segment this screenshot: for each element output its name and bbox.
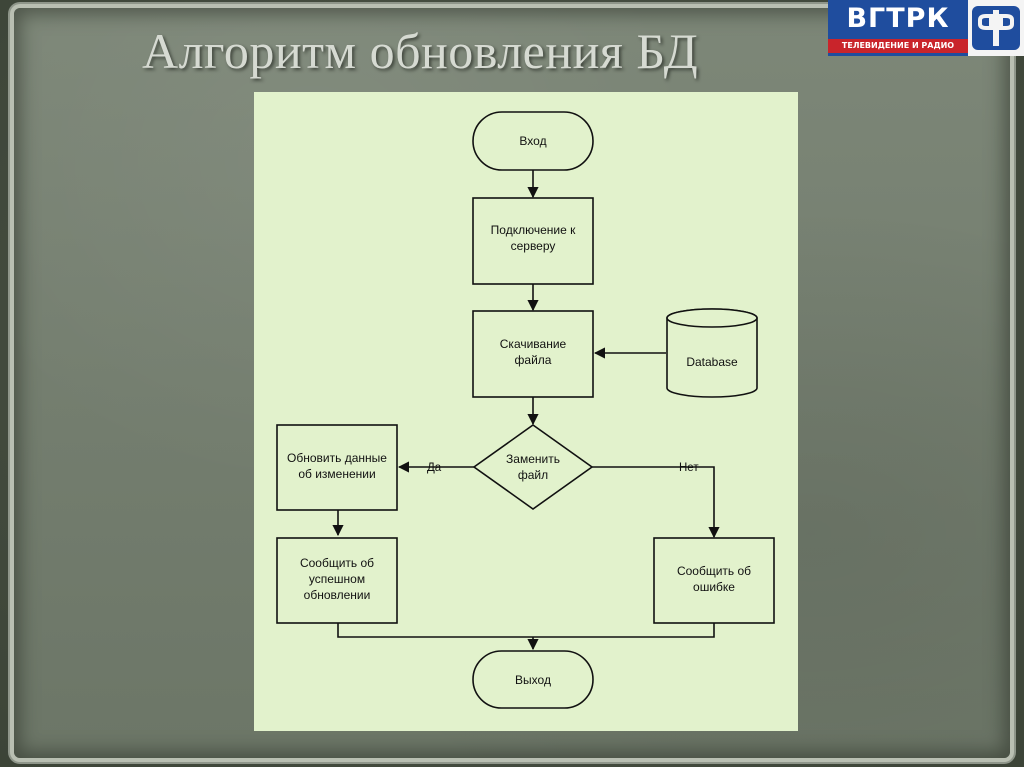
node-download-label-1: Скачивание [500, 337, 567, 351]
flowchart: Да Нет Вход Подключение к серверу Скачив… [276, 111, 775, 709]
ff-logo-graphic [972, 6, 1020, 50]
node-update-label-1: Обновить данные [287, 451, 387, 465]
vgtrk-logo: ВГТРК ТЕЛЕВИДЕНИЕ И РАДИО [828, 0, 1024, 56]
node-database-label: Database [686, 355, 738, 369]
flowchart-panel: Да Нет Вход Подключение к серверу Скачив… [254, 92, 798, 731]
node-error-label-1: Сообщить об [677, 564, 751, 578]
node-update-label-2: об изменении [298, 467, 375, 481]
node-decision: Заменить файл [472, 424, 594, 510]
node-start: Вход [472, 111, 594, 171]
node-success-label-1: Сообщить об [300, 556, 374, 570]
node-download-label-2: файла [515, 353, 552, 367]
node-error: Сообщить об ошибке [653, 537, 775, 624]
node-decision-label-2: файл [518, 468, 548, 482]
edge-label-yes: Да [427, 462, 442, 474]
node-update: Обновить данные об изменении [276, 424, 398, 511]
node-connect-label-1: Подключение к [491, 223, 576, 237]
logo-tagline: ТЕЛЕВИДЕНИЕ И РАДИО [841, 41, 955, 50]
edge-label-no: Нет [679, 462, 699, 474]
ff-logo-icon [968, 0, 1024, 56]
logo-blue-block: ВГТРК ТЕЛЕВИДЕНИЕ И РАДИО [828, 0, 968, 56]
node-connect: Подключение к серверу [472, 197, 594, 285]
node-success-label-2: успешном [309, 572, 365, 586]
node-exit-label: Выход [515, 673, 551, 687]
node-decision-label-1: Заменить [506, 452, 560, 466]
edge-decision-error [592, 466, 720, 539]
node-exit: Выход [472, 650, 594, 709]
node-download: Скачивание файла [472, 310, 594, 398]
node-database: Database [666, 308, 758, 398]
node-error-label-2: ошибке [693, 580, 735, 594]
logo-tag-strip: ТЕЛЕВИДЕНИЕ И РАДИО [828, 39, 968, 53]
node-connect-label-2: серверу [511, 239, 556, 253]
node-start-label: Вход [519, 134, 546, 148]
node-success-label-3: обновлении [304, 588, 371, 602]
slide-title: Алгоритм обновления БД [142, 23, 699, 79]
logo-name: ВГТРК [846, 3, 950, 34]
edge-success-merge [337, 623, 715, 638]
node-success: Сообщить об успешном обновлении [276, 537, 398, 624]
